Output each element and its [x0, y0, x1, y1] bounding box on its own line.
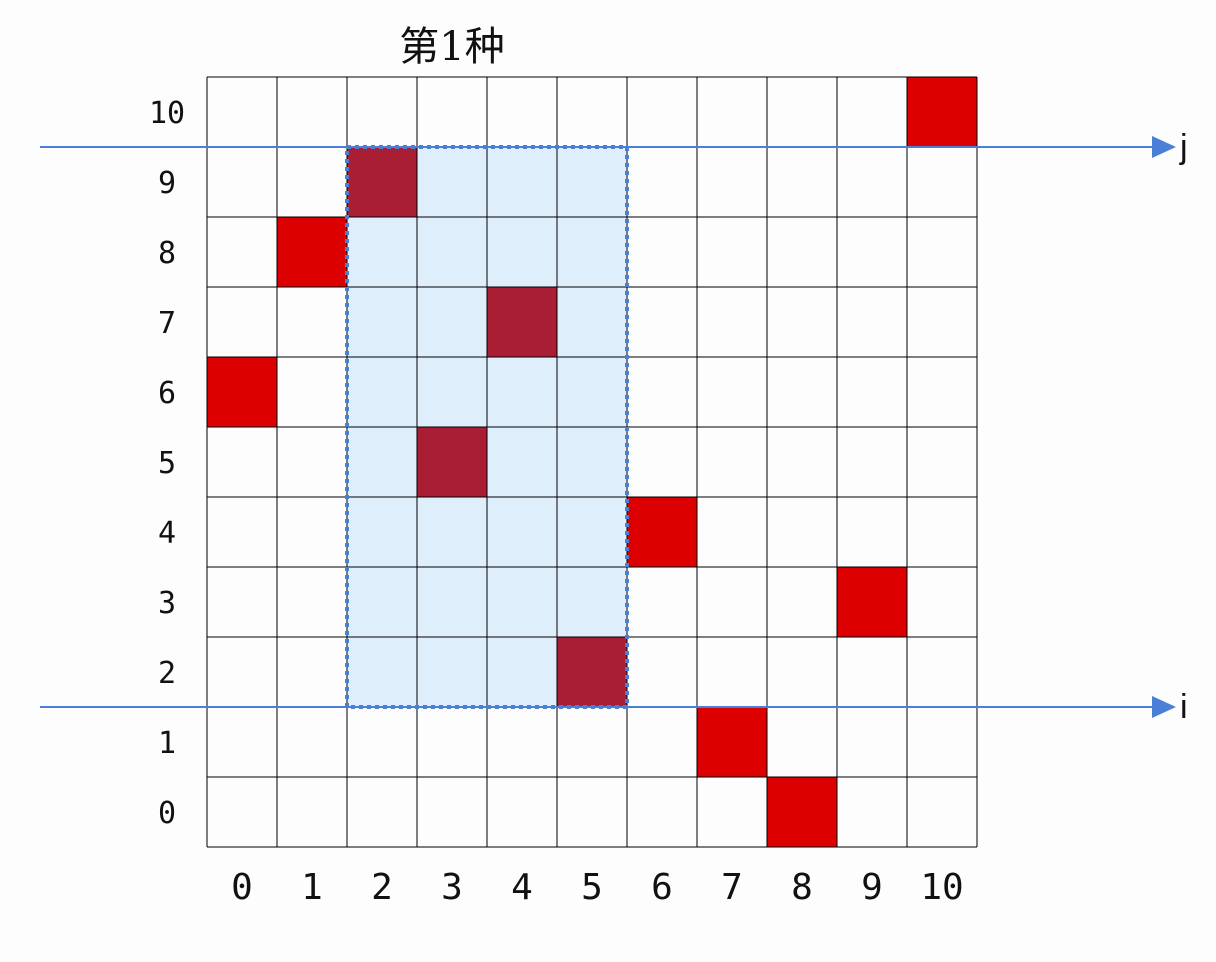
col-label: 3: [441, 867, 463, 908]
row-label: 8: [158, 236, 176, 271]
col-label: 9: [861, 867, 883, 908]
row-label: 3: [158, 586, 176, 621]
filled-cell-bright: [837, 567, 907, 637]
axis-labels-layer: 0 1 2 3 4 5 6 7 8 9 10 0 1 2 3 4 5 6 7 8 9 10: [149, 96, 964, 908]
filled-cell-bright: [767, 777, 837, 847]
col-label: 8: [791, 867, 813, 908]
filled-cell-dark: [557, 637, 627, 707]
filled-cell-bright: [697, 707, 767, 777]
row-label: 0: [158, 796, 176, 831]
filled-cell-bright: [907, 77, 977, 147]
col-label: 5: [581, 867, 603, 908]
row-label: 6: [158, 376, 176, 411]
arrow-head-j: [1152, 136, 1176, 158]
row-label: 7: [158, 306, 176, 341]
filled-cell-dark: [487, 287, 557, 357]
col-label: 0: [231, 867, 253, 908]
arrow-label-j: j: [1179, 128, 1188, 166]
col-label: 10: [920, 867, 963, 908]
filled-cell-bright: [207, 357, 277, 427]
filled-cell-dark: [417, 427, 487, 497]
diagram-title: 第1种: [399, 24, 504, 70]
row-label: 1: [158, 726, 176, 761]
col-label: 7: [721, 867, 743, 908]
col-label: 1: [301, 867, 323, 908]
col-label: 2: [371, 867, 393, 908]
col-label: 4: [511, 867, 533, 908]
filled-cell-bright: [627, 497, 697, 567]
filled-cell-bright: [277, 217, 347, 287]
arrow-label-i: i: [1180, 688, 1188, 726]
row-label: 2: [158, 656, 176, 691]
arrow-head-i: [1152, 696, 1176, 718]
row-label: 10: [149, 96, 185, 131]
arrow-lines-layer: ji: [40, 128, 1188, 726]
col-label: 6: [651, 867, 673, 908]
filled-cell-dark: [347, 147, 417, 217]
filled-cells-layer: [207, 77, 977, 847]
row-label: 5: [158, 446, 176, 481]
row-label: 9: [158, 166, 176, 201]
row-label: 4: [158, 516, 176, 551]
